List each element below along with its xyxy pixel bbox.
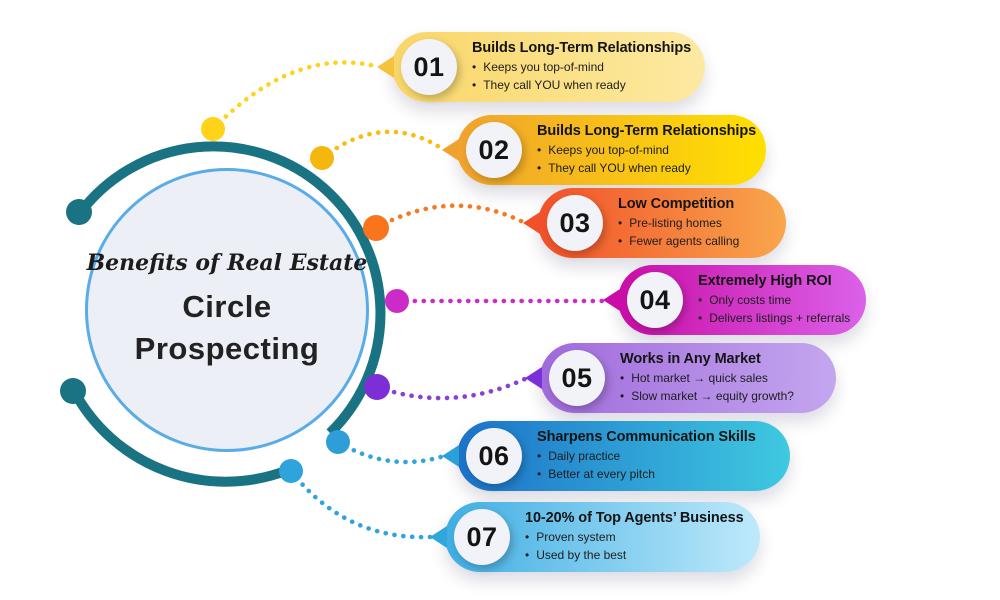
step-number: 04 bbox=[639, 284, 671, 315]
step-number-badge: 07 bbox=[454, 509, 510, 565]
step-number-badge: 06 bbox=[466, 428, 522, 484]
connector-origin-dot-07 bbox=[279, 459, 303, 483]
bullet-dot-icon bbox=[537, 142, 541, 159]
benefit-bullet: They call YOU when ready bbox=[537, 160, 754, 177]
pointer-arrow-icon bbox=[525, 367, 542, 389]
center-subtitle: Benefits of Real Estate bbox=[86, 250, 368, 277]
bullet-dot-icon bbox=[698, 292, 702, 309]
connector-dotted-line-07 bbox=[288, 468, 433, 540]
bullet-dot-icon bbox=[620, 388, 624, 405]
step-number: 01 bbox=[413, 51, 445, 82]
connector-dotted-line-01 bbox=[210, 60, 382, 132]
connector-origin-dot-05 bbox=[364, 374, 390, 400]
benefit-bullet: Slow market → equity growth? bbox=[620, 388, 824, 405]
connector-origin-dot-04 bbox=[385, 289, 409, 313]
connector-origin-dot-02 bbox=[310, 146, 334, 170]
connector-dotted-line-05 bbox=[374, 375, 530, 401]
connector-origin-dot-03 bbox=[363, 215, 389, 241]
pointer-arrow-icon bbox=[377, 56, 394, 78]
benefit-card-05: 05 Works in Any Market Hot market → quic… bbox=[525, 343, 836, 413]
bullet-dot-icon bbox=[537, 160, 541, 177]
benefit-title: Builds Long-Term Relationships bbox=[537, 123, 757, 140]
ring-end-dot-bottom bbox=[60, 378, 86, 404]
center-circle: Benefits of Real Estate Circle Prospecti… bbox=[85, 168, 369, 452]
benefit-card-04: 04 Extremely High ROI Only costs time De… bbox=[603, 265, 866, 335]
benefit-title: Works in Any Market bbox=[620, 351, 761, 368]
benefit-title: Builds Long-Term Relationships bbox=[472, 40, 692, 57]
center-title-line1: Circle bbox=[182, 289, 272, 325]
step-number-badge: 05 bbox=[549, 350, 605, 406]
benefit-bullet: They call YOU when ready bbox=[472, 77, 693, 94]
benefit-title: 10-20% of Top Agents’ Business bbox=[525, 510, 744, 527]
bullet-dot-icon bbox=[537, 466, 541, 483]
outer-ring-arc-bottom bbox=[69, 388, 290, 487]
benefit-bullet: Fewer agents calling bbox=[618, 233, 774, 250]
benefit-bullet: Proven system bbox=[525, 529, 748, 546]
step-number: 02 bbox=[478, 134, 510, 165]
connector-origin-dot-01 bbox=[201, 117, 225, 141]
outer-ring-arc-main bbox=[76, 141, 386, 437]
ring-end-dot-top bbox=[66, 199, 92, 225]
center-title-line2: Prospecting bbox=[134, 331, 320, 366]
pointer-arrow-icon bbox=[430, 526, 447, 548]
step-number-badge: 02 bbox=[466, 122, 522, 178]
pointer-arrow-icon bbox=[442, 445, 459, 467]
benefit-bullet: Pre-listing homes bbox=[618, 215, 774, 232]
step-number-badge: 01 bbox=[401, 39, 457, 95]
bullet-dot-icon bbox=[525, 547, 529, 564]
benefit-bullet: Delivers listings + referrals bbox=[698, 310, 854, 327]
benefit-bullet: Only costs time bbox=[698, 292, 854, 309]
step-number: 03 bbox=[559, 207, 591, 238]
bullet-dot-icon bbox=[472, 59, 476, 76]
bullet-dot-icon bbox=[618, 233, 622, 250]
benefit-bullet: Used by the best bbox=[525, 547, 748, 564]
benefit-bullet: Better at every pitch bbox=[537, 466, 778, 483]
pointer-arrow-icon bbox=[603, 289, 620, 311]
step-number: 07 bbox=[466, 521, 498, 552]
benefit-card-03: 03 Low Competition Pre-listing homes Few… bbox=[523, 188, 786, 258]
benefit-title: Sharpens Communication Skills bbox=[537, 429, 756, 446]
connector-dotted-line-02 bbox=[319, 129, 447, 161]
step-number: 06 bbox=[478, 440, 510, 471]
benefit-title: Low Competition bbox=[618, 196, 735, 213]
benefit-title: Extremely High ROI bbox=[698, 273, 832, 290]
pointer-arrow-icon bbox=[523, 212, 540, 234]
benefit-card-02: 02 Builds Long-Term Relationships Keeps … bbox=[442, 115, 766, 185]
pointer-arrow-icon bbox=[442, 139, 459, 161]
bullet-dot-icon bbox=[525, 529, 529, 546]
connector-dotted-line-06 bbox=[335, 439, 447, 465]
connector-dotted-line-03 bbox=[373, 203, 528, 231]
bullet-dot-icon bbox=[620, 370, 624, 387]
benefit-bullet: Daily practice bbox=[537, 448, 778, 465]
bullet-dot-icon bbox=[472, 77, 476, 94]
bullet-dot-icon bbox=[698, 310, 702, 327]
step-number-badge: 04 bbox=[627, 272, 683, 328]
benefit-bullet: Keeps you top-of-mind bbox=[472, 59, 693, 76]
connector-origin-dot-06 bbox=[326, 430, 350, 454]
benefit-card-06: 06 Sharpens Communication Skills Daily p… bbox=[442, 421, 790, 491]
bullet-dot-icon bbox=[618, 215, 622, 232]
benefit-card-07: 07 10-20% of Top Agents’ Business Proven… bbox=[430, 502, 760, 572]
step-number-badge: 03 bbox=[547, 195, 603, 251]
bullet-dot-icon bbox=[537, 448, 541, 465]
benefit-bullet: Keeps you top-of-mind bbox=[537, 142, 754, 159]
step-number: 05 bbox=[561, 362, 593, 393]
benefit-card-01: 01 Builds Long-Term Relationships Keeps … bbox=[377, 32, 705, 102]
benefit-bullet: Hot market → quick sales bbox=[620, 370, 824, 387]
